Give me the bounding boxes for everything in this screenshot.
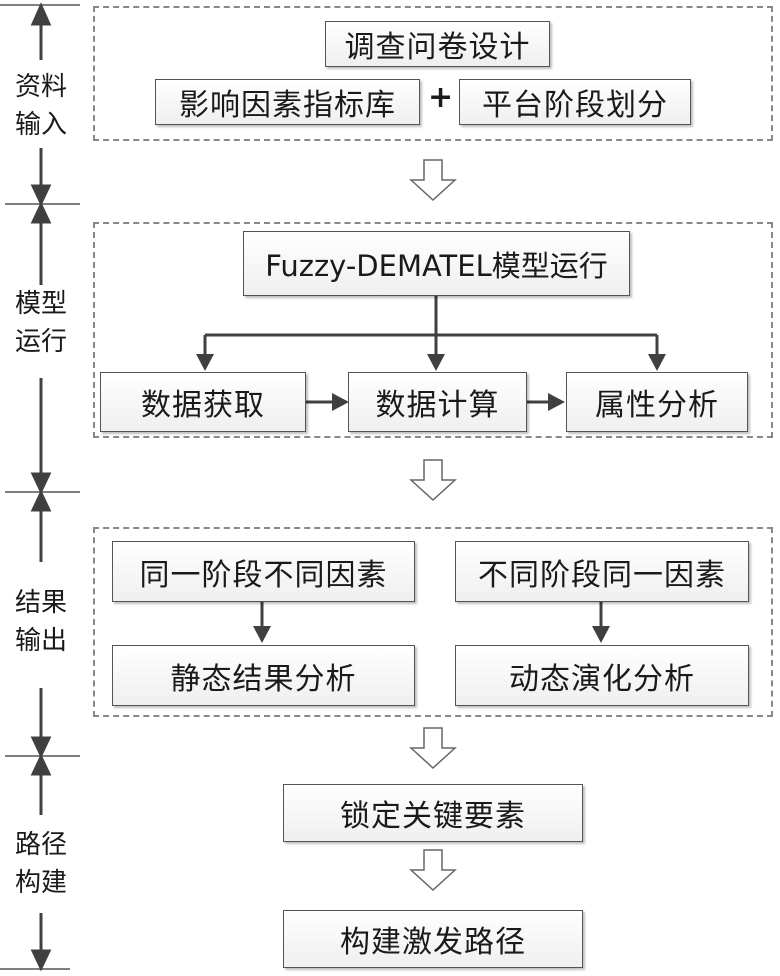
arrowhead-down-icon xyxy=(30,184,52,207)
stage-label-line: 输出 xyxy=(14,626,67,656)
indicator-library-box: 影响因素指标库 xyxy=(155,79,420,125)
fuzzy-dematel-box: Fuzzy-DEMATEL模型运行 xyxy=(243,231,630,296)
stage-label-line: 结果 xyxy=(14,588,67,618)
stage-label-line: 路径 xyxy=(14,830,67,860)
same-stage-different-factors-box: 同一阶段不同因素 xyxy=(112,541,415,602)
hollow-down-arrow-icon xyxy=(409,459,457,502)
arrowhead-down-icon xyxy=(30,736,52,759)
stage-label-line: 运行 xyxy=(14,327,67,357)
stage-division-box: 平台阶段划分 xyxy=(459,79,691,125)
hollow-down-arrow-icon xyxy=(409,849,457,892)
arrowhead-down-icon xyxy=(30,949,52,972)
arrowhead-down-icon xyxy=(196,354,214,371)
arrowhead-down-icon xyxy=(592,626,610,643)
arrowhead-up-icon xyxy=(30,753,52,776)
step-data-calculation: 数据计算 xyxy=(348,372,527,432)
stage-label-line: 构建 xyxy=(14,868,67,898)
arrowhead-up-icon xyxy=(30,201,52,224)
step-data-acquisition: 数据获取 xyxy=(100,372,306,432)
survey-design-box: 调查问卷设计 xyxy=(325,21,550,67)
dynamic-evolution-analysis-box: 动态演化分析 xyxy=(455,645,749,706)
arrowhead-up-icon xyxy=(30,489,52,512)
model-stage-container xyxy=(93,222,773,438)
arrowhead-right-icon xyxy=(548,393,565,411)
stage-label-line: 模型 xyxy=(14,289,67,319)
arrowhead-down-icon xyxy=(253,626,271,643)
arrowhead-right-icon xyxy=(332,393,349,411)
stage-label-input: 资料 输入 xyxy=(6,68,76,144)
stage-label-output: 结果 输出 xyxy=(6,584,76,660)
different-stages-same-factor-box: 不同阶段同一因素 xyxy=(455,541,749,602)
hollow-down-arrow-icon xyxy=(409,727,457,770)
build-excitation-path-box: 构建激发路径 xyxy=(283,910,583,968)
arrowhead-down-icon xyxy=(648,354,666,371)
arrowhead-down-icon xyxy=(30,472,52,495)
input-stage-container xyxy=(93,6,773,141)
arrowhead-down-icon xyxy=(427,354,445,371)
hollow-down-arrow-icon xyxy=(409,159,457,202)
stage-label-path: 路径 构建 xyxy=(6,826,76,902)
lock-key-elements-box: 锁定关键要素 xyxy=(283,784,583,842)
step-attribute-analysis: 属性分析 xyxy=(566,372,748,432)
stage-label-line: 输入 xyxy=(14,110,67,140)
output-stage-container xyxy=(93,527,773,717)
stage-label-model: 模型 运行 xyxy=(6,285,76,361)
stage-label-line: 资料 xyxy=(14,72,67,102)
static-result-analysis-box: 静态结果分析 xyxy=(112,645,415,706)
plus-sign: + xyxy=(428,80,454,115)
arrowhead-up-icon xyxy=(30,2,52,26)
